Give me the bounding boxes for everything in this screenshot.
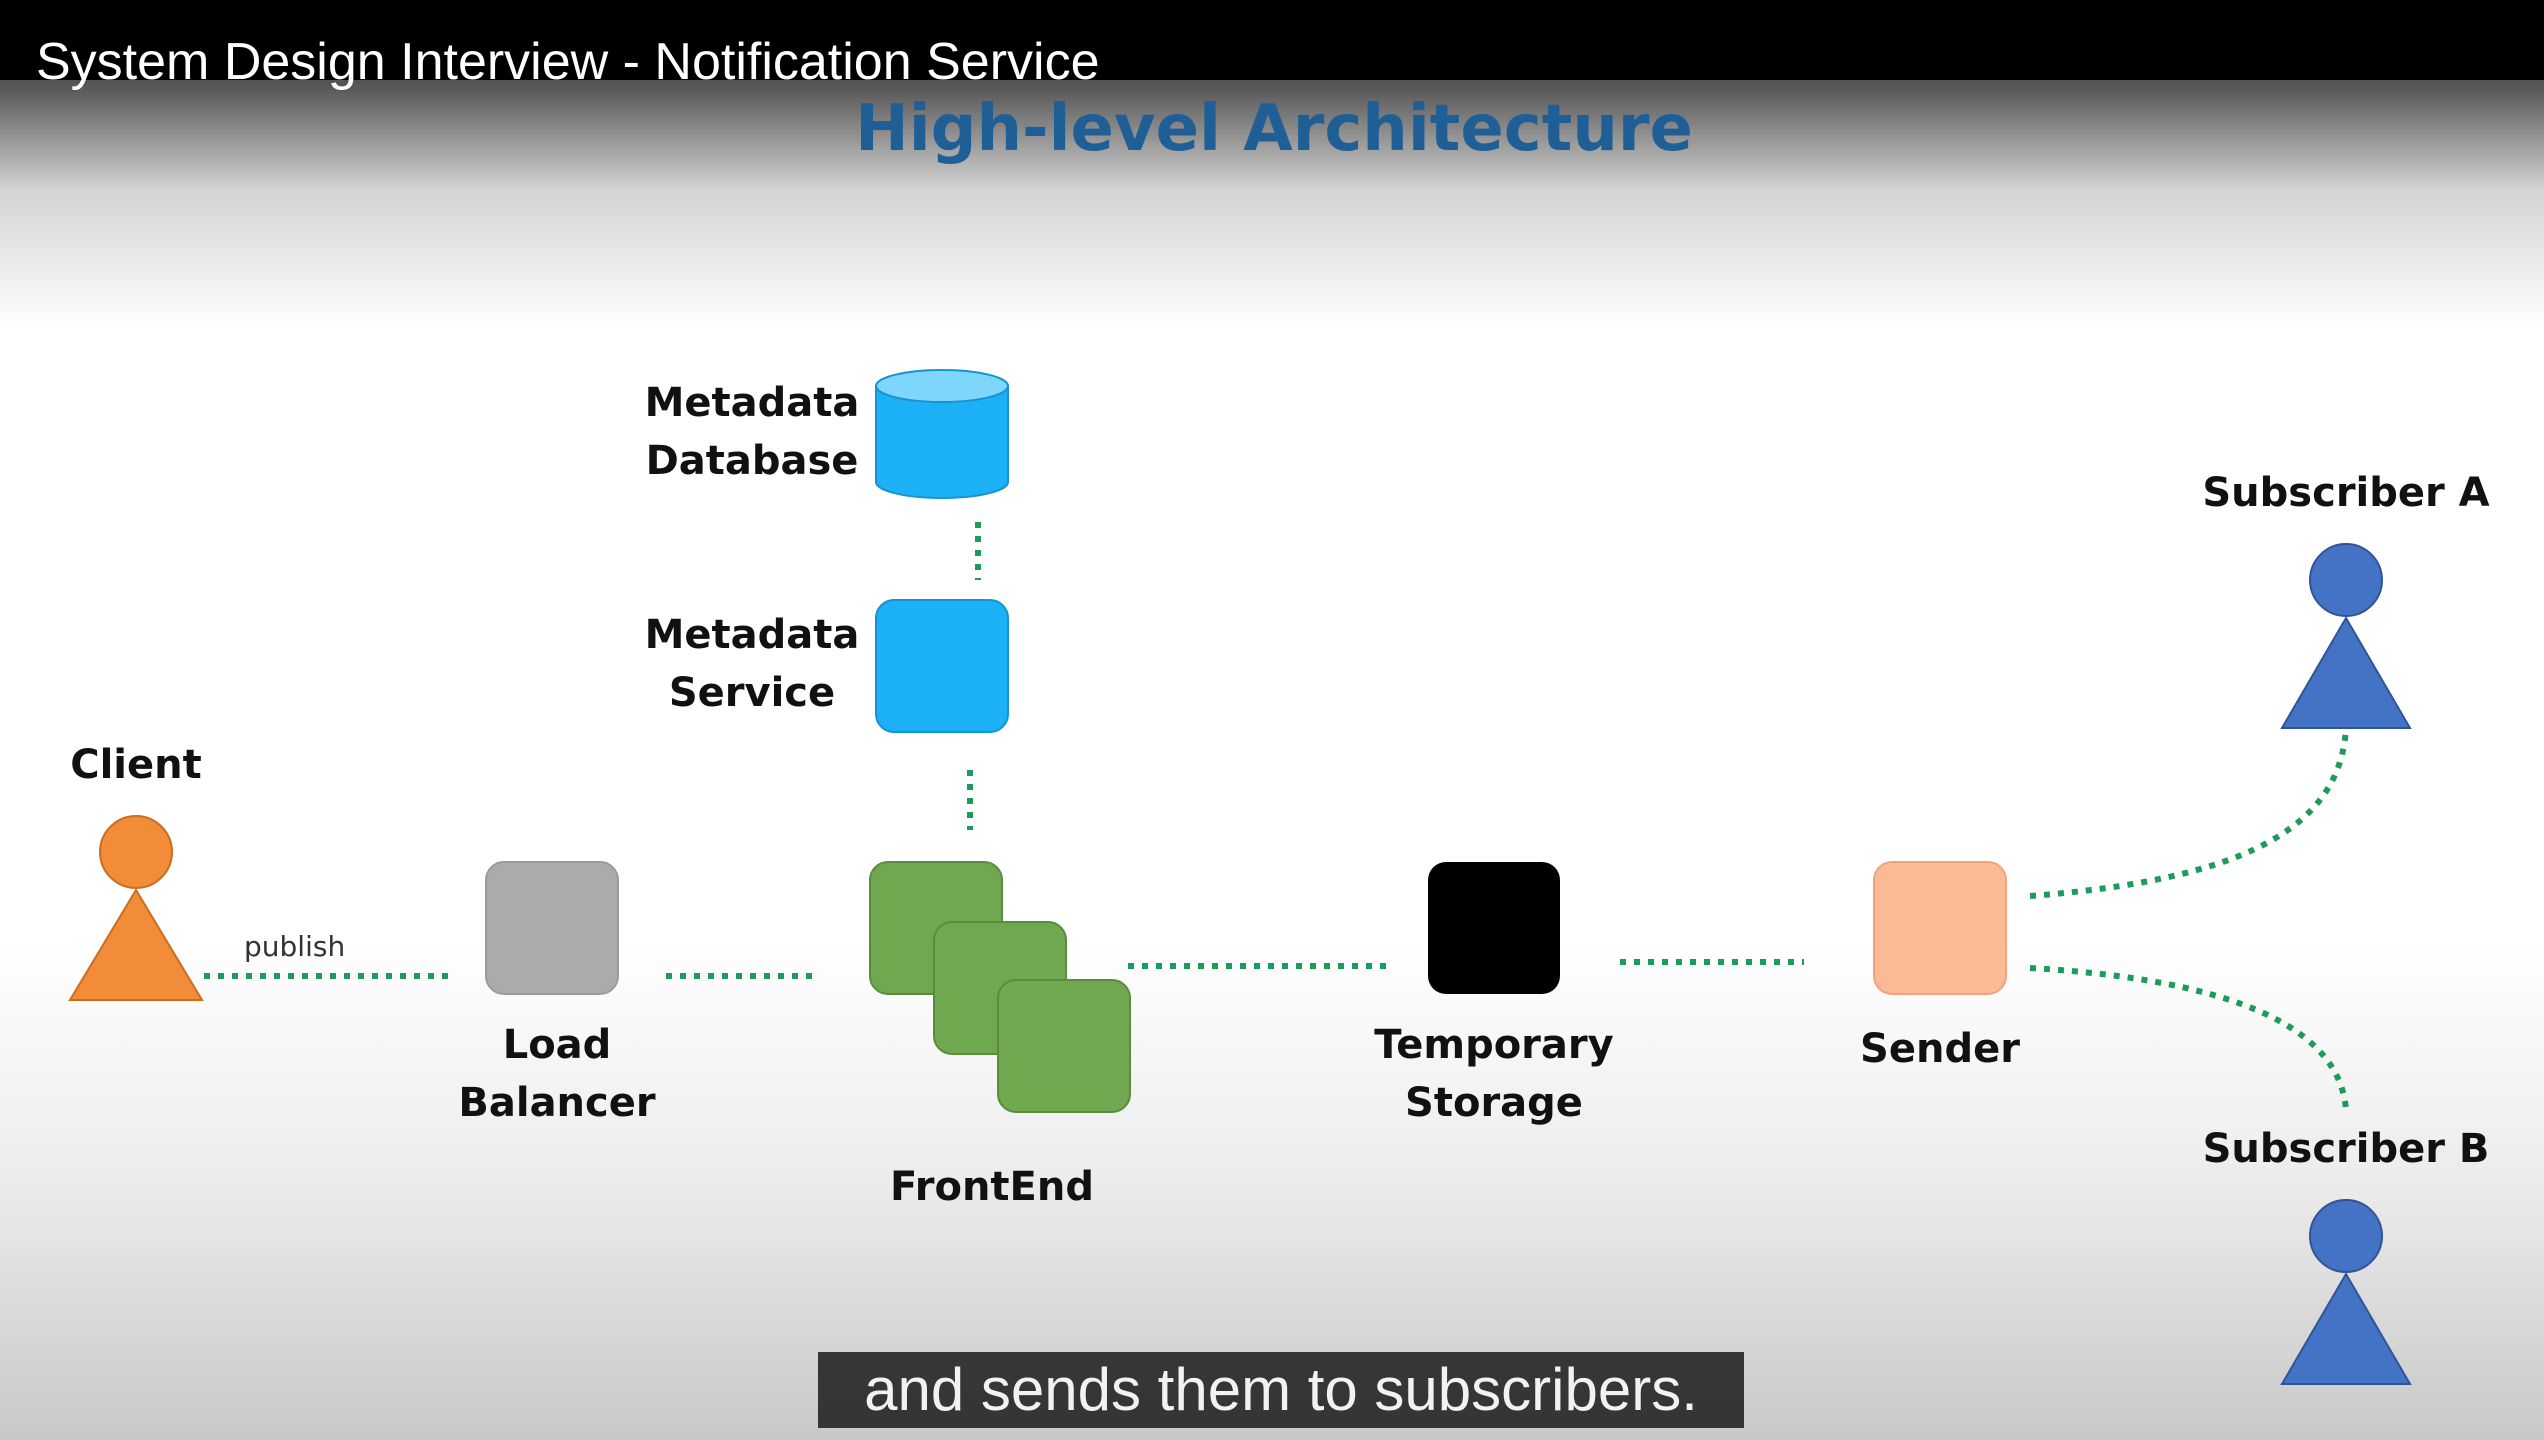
metadata-service-box [875, 599, 1009, 733]
metadata-database-label: Metadata Database [644, 380, 860, 484]
database-cylinder-icon [875, 369, 1009, 499]
client-label: Client [70, 742, 202, 788]
subtitle-caption: and sends them to subscribers. [818, 1352, 1744, 1428]
sender-box [1873, 861, 2007, 995]
connectors [204, 522, 2349, 1111]
metadata-service-label: Metadata Service [644, 612, 860, 716]
client-person-icon [68, 815, 204, 1001]
slide-title: High-level Architecture [855, 92, 1693, 166]
load-balancer-box [485, 861, 619, 995]
frontend-stack-icon [869, 861, 1131, 1113]
subscriber-b-person-icon [2280, 1199, 2412, 1385]
temporary-storage-box [1428, 862, 1560, 994]
sender-label: Sender [1860, 1026, 2020, 1072]
load-balancer-label: Load Balancer [458, 1022, 656, 1126]
subscriber-b-label: Subscriber B [2202, 1126, 2490, 1172]
connector-sender-subscriber-a [2029, 727, 2349, 899]
temporary-storage-label: Temporary Storage [1374, 1022, 1614, 1126]
video-top-bar [0, 0, 2544, 80]
video-title[interactable]: System Design Interview - Notification S… [36, 33, 1100, 91]
frontend-label: FrontEnd [889, 1164, 1094, 1210]
publish-edge-label: publish [244, 930, 346, 963]
subscriber-a-label: Subscriber A [2202, 470, 2490, 516]
connector-sender-subscriber-b [2029, 965, 2349, 1111]
subscriber-a-person-icon [2280, 543, 2412, 729]
